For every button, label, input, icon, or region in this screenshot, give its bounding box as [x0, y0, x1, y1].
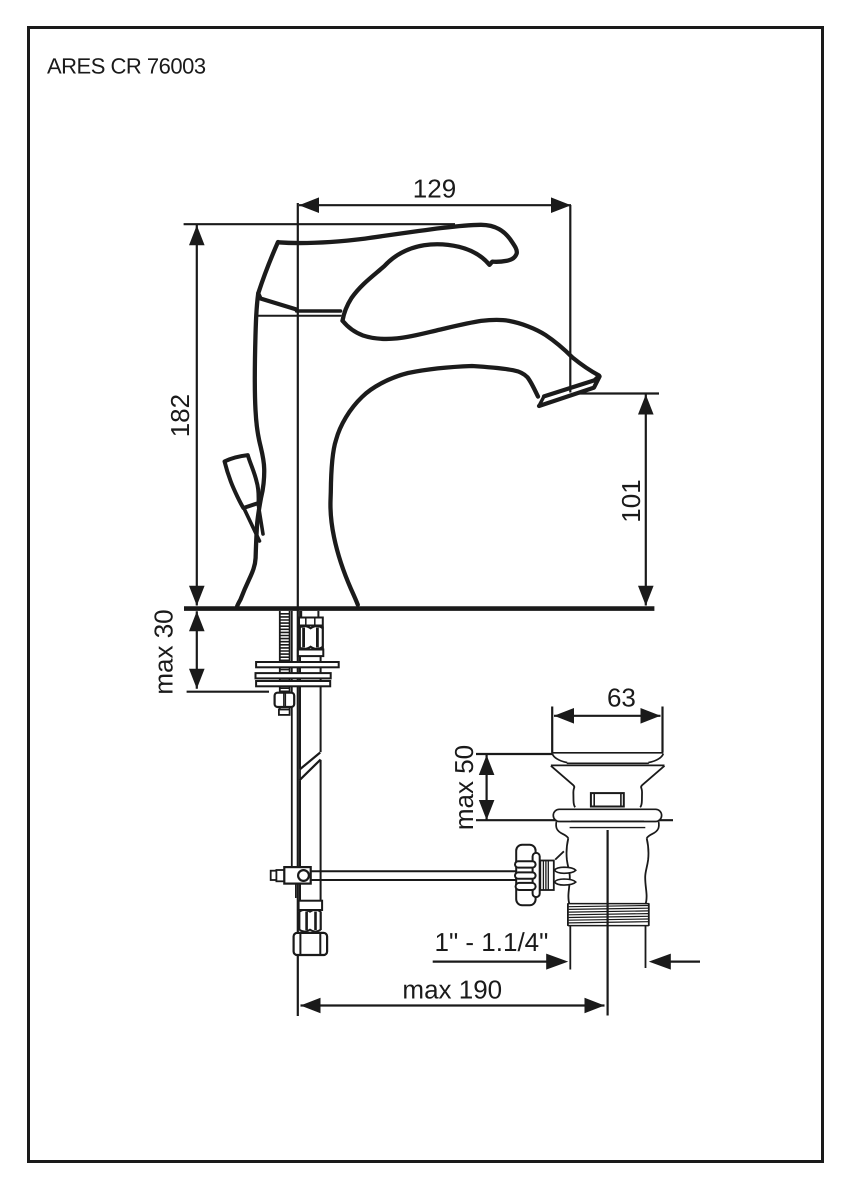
svg-text:182: 182: [165, 394, 195, 437]
svg-text:1" - 1.1/4": 1" - 1.1/4": [435, 927, 549, 957]
svg-text:101: 101: [616, 479, 646, 522]
svg-text:max 30: max 30: [149, 609, 179, 694]
svg-text:ARES CR 76003: ARES CR 76003: [47, 54, 206, 79]
svg-text:max 190: max 190: [402, 975, 502, 1005]
svg-text:129: 129: [413, 174, 456, 204]
svg-text:63: 63: [607, 683, 636, 713]
svg-text:max 50: max 50: [449, 745, 479, 830]
